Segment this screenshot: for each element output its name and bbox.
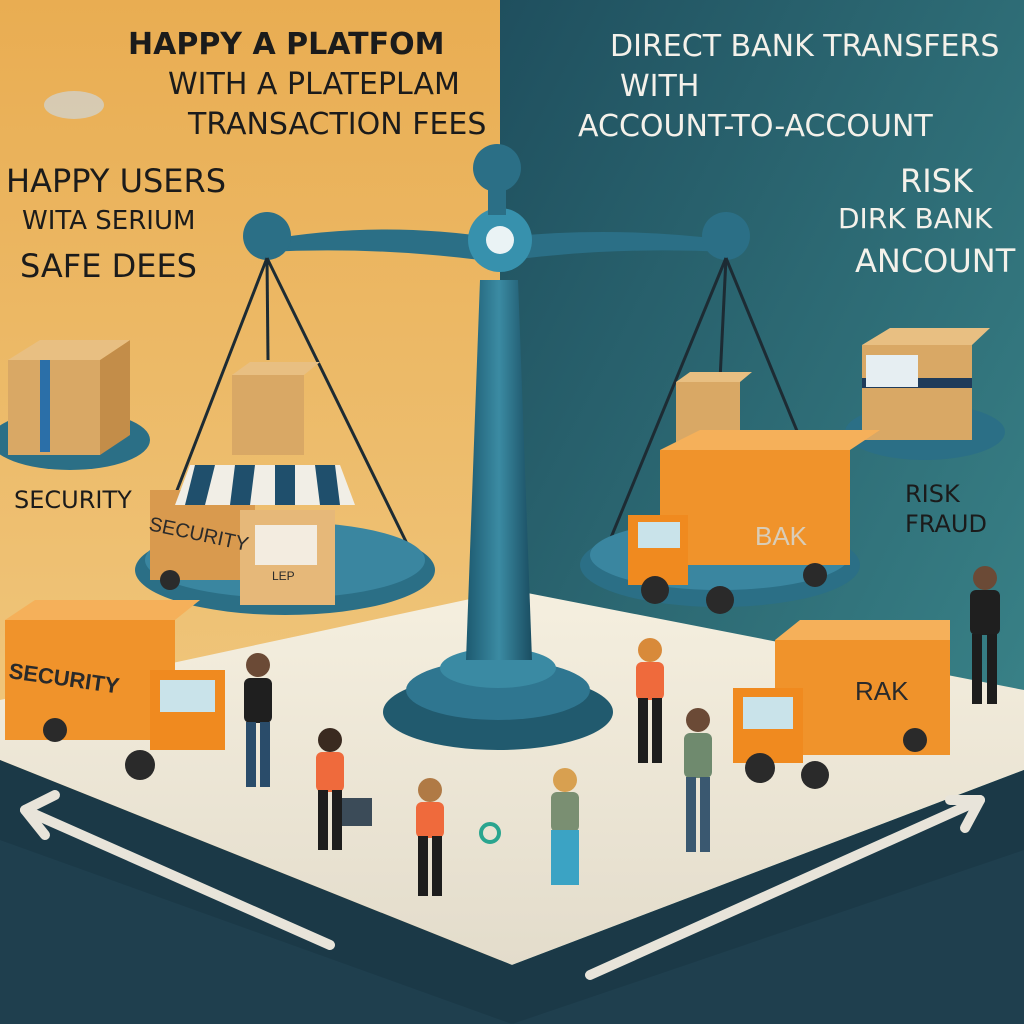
scale-top-ball — [473, 144, 521, 192]
person-3 — [416, 778, 444, 896]
left-sub-line1: HAPPY USERS — [6, 162, 227, 200]
right-headline-line1: DIRECT BANK TRANSFERS — [610, 29, 1000, 64]
person-7 — [970, 566, 1000, 704]
scale-neck — [488, 185, 506, 215]
floor-ring — [479, 822, 501, 844]
left-headline-line2: WITH A PLATEPLAM — [168, 67, 460, 102]
right-sub-line2: DIRK BANK — [838, 202, 993, 235]
left-caption: SECURITY — [14, 486, 132, 514]
left-arrow-icon — [20, 790, 335, 950]
decorative-blob — [44, 91, 104, 119]
person-4 — [551, 768, 579, 885]
truck-right-top-text: BAK — [755, 521, 808, 551]
person-5 — [636, 638, 664, 763]
left-headline-line3: TRANSACTION FEES — [188, 107, 487, 142]
truck-right-floor — [733, 620, 950, 789]
left-headline-line1: HAPPY A PLATFOM — [128, 27, 445, 62]
left-hanging-box — [232, 362, 320, 455]
right-headline-line2: WITH — [620, 69, 700, 104]
left-side-box — [8, 340, 130, 455]
market-stall — [150, 465, 355, 605]
right-headline-line3: ACCOUNT-TO-ACCOUNT — [578, 109, 933, 144]
right-caption-line1: RISK — [905, 480, 960, 508]
truck-right-bottom-text: RAK — [855, 676, 909, 706]
person-2 — [316, 728, 372, 850]
scale-pole — [466, 280, 532, 660]
truck-on-right-pan — [628, 430, 880, 614]
floor-platform-side — [0, 760, 1024, 1024]
person-6 — [684, 708, 712, 852]
scale-knob-left — [243, 212, 291, 260]
person-1 — [244, 653, 272, 787]
left-sub-line2: WITA SERIUM — [22, 206, 196, 236]
right-side-box — [862, 328, 990, 440]
truck-left-floor — [5, 600, 225, 780]
right-sub-line3: ANCOUNT — [855, 242, 1016, 280]
right-sub-line1: RISK — [900, 162, 973, 200]
left-sub-line3: SAFE DEES — [20, 247, 197, 285]
stall-tag-text: LEP — [272, 569, 295, 583]
scale-pivot-center — [486, 226, 514, 254]
right-caption-line2: FRAUD — [905, 510, 987, 538]
right-arrow-icon — [585, 795, 985, 980]
scale-knob-right — [702, 212, 750, 260]
